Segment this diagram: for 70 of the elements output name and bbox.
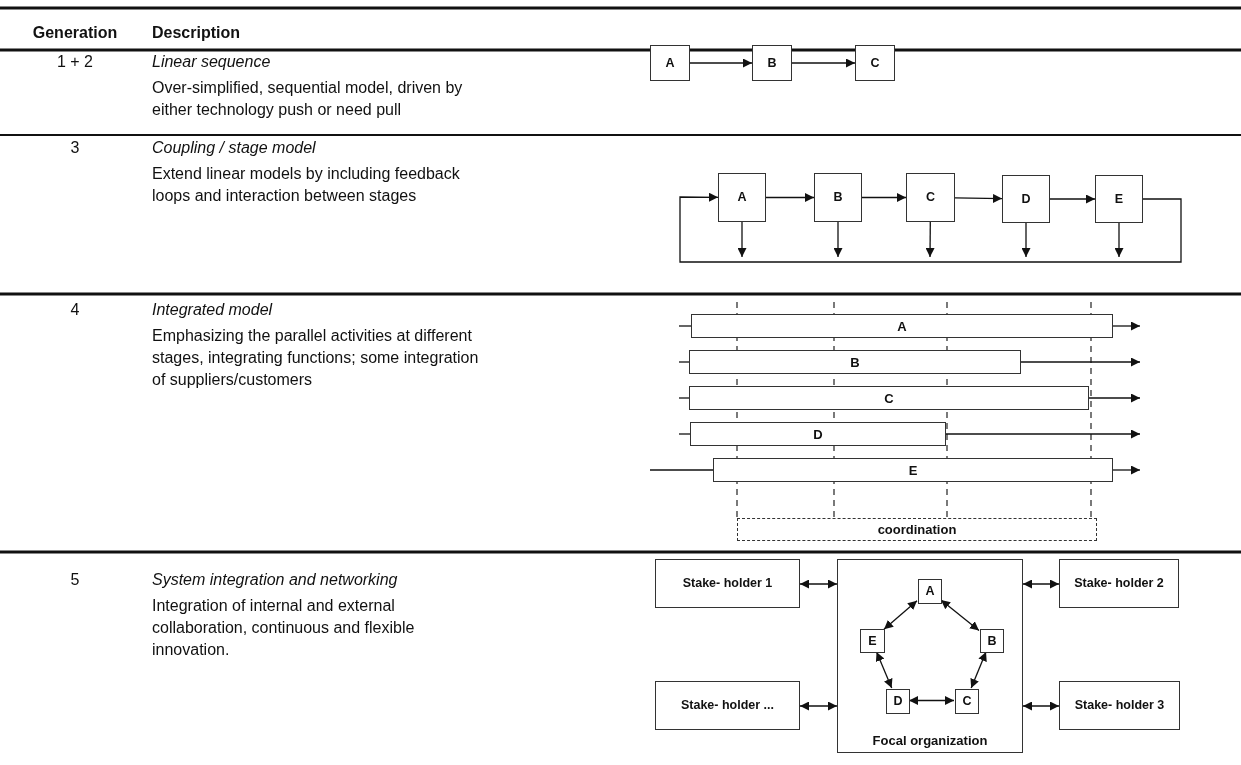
arrow: [1112, 321, 1141, 331]
arrow: [954, 193, 1003, 203]
arrow: [737, 221, 747, 258]
connector-line: [678, 361, 690, 363]
activity-bar: D: [690, 422, 946, 446]
arrow: [925, 221, 935, 258]
arrow: [1020, 357, 1141, 367]
activity-bar: A: [691, 314, 1113, 338]
stakeholder-box: Stake- holder 1: [655, 559, 800, 608]
double-arrow: [970, 651, 987, 689]
column-header: Generation: [31, 23, 119, 43]
arrow: [689, 58, 753, 68]
activity-bar: C: [689, 386, 1089, 410]
arrow: [1088, 393, 1141, 403]
connector-line: [678, 397, 690, 399]
generation-number: 5: [69, 570, 81, 590]
stakeholder-box: Stake- holder 3: [1059, 681, 1180, 730]
arrow: [861, 193, 907, 202]
column-header: Description: [152, 23, 240, 43]
connector-line: [678, 433, 691, 435]
activity-bar: B: [689, 350, 1021, 374]
function-box: C: [955, 689, 979, 714]
double-arrow: [875, 651, 893, 689]
stage-box: B: [814, 173, 862, 222]
arrow: [791, 58, 856, 68]
arrow: [1112, 465, 1141, 475]
arrow: [833, 221, 843, 258]
model-title: Coupling / stage model: [152, 138, 316, 158]
model-description: Over-simplified, sequential model, driven by either technology push or need pull: [152, 78, 464, 120]
model-title: System integration and networking: [152, 570, 398, 590]
stage-box: A: [650, 45, 690, 81]
double-arrow: [1022, 579, 1060, 589]
generation-number: 3: [69, 138, 81, 158]
double-arrow: [799, 579, 838, 589]
arrow: [1049, 194, 1096, 204]
double-arrow: [883, 600, 918, 630]
model-description: Extend linear models by including feedback loops and interaction between stages: [152, 164, 461, 206]
arrow: [945, 429, 1141, 439]
coordination-box: coordination: [737, 518, 1097, 541]
model-description: Emphasizing the parallel activities at different stages, integrating functions; some integration of suppliers/customers: [152, 326, 480, 390]
model-description: Integration of internal and external collaboration, continuous and flexible innovation.: [152, 596, 416, 660]
model-title: Linear sequence: [152, 52, 271, 72]
function-box: B: [980, 629, 1004, 653]
connector-line: [678, 325, 692, 327]
function-box: D: [886, 689, 910, 714]
activity-bar: E: [713, 458, 1113, 482]
organization-box: [837, 559, 1023, 753]
stage-box: D: [1002, 175, 1050, 223]
double-arrow: [1022, 701, 1060, 711]
double-arrow: [908, 696, 955, 705]
stakeholder-box: Stake- holder 2: [1059, 559, 1179, 608]
double-arrow: [940, 599, 980, 632]
arrow: [765, 193, 815, 202]
connector-line: [649, 469, 714, 471]
function-box: E: [860, 629, 885, 653]
stakeholder-box: Stake- holder ...: [655, 681, 800, 730]
stage-box: A: [718, 173, 766, 222]
stage-box: B: [752, 45, 792, 81]
generation-number: 4: [69, 300, 81, 320]
arrow: [679, 192, 1182, 263]
arrow: [1114, 222, 1124, 258]
model-title: Integrated model: [152, 300, 273, 320]
generation-number: 1 + 2: [56, 52, 94, 72]
arrow: [1021, 222, 1031, 258]
double-arrow: [799, 701, 838, 711]
box-title: Focal organization: [872, 733, 988, 748]
stage-box: E: [1095, 175, 1143, 223]
stage-box: C: [906, 173, 955, 222]
stage-box: C: [855, 45, 895, 81]
function-box: A: [918, 579, 942, 604]
